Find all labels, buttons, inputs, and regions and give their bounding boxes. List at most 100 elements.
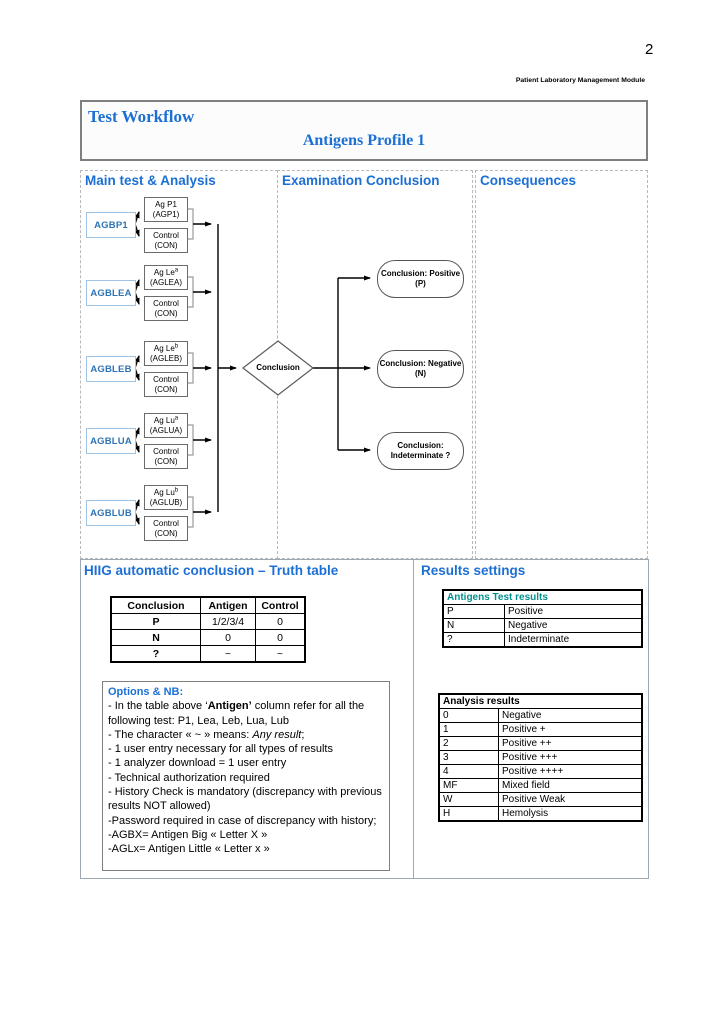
node-label: Ag Lea <box>153 266 179 277</box>
option-line: - History Check is mandatory (discrepanc… <box>108 786 382 813</box>
option-line: -AGBX= Antigen Big « Letter X » <box>108 828 268 841</box>
options-box: Options & NB: - In the table above ‘Anti… <box>102 681 390 871</box>
node-label: Control <box>153 298 179 308</box>
profile-subtitle: Antigens Profile 1 <box>302 132 426 149</box>
antigens-results-table: Antigens Test results P Positive N Negat… <box>442 589 643 648</box>
table-row: W Positive Weak <box>438 792 643 807</box>
node-code: (CON) <box>154 308 178 318</box>
column-examination-title: Examination Conclusion <box>282 173 440 188</box>
option-line: - In the table above ‘Antigen’ column re… <box>108 700 365 727</box>
option-line: - 1 user entry necessary for all types o… <box>108 743 333 756</box>
table-row: 0 Negative <box>438 708 643 723</box>
node-code: (AGLEA) <box>149 277 182 287</box>
table-row: H Hemolysis <box>438 806 643 822</box>
outcome-indeterminate: Conclusion: Indeterminate ? <box>377 432 464 470</box>
control-node-1: Control (CON) <box>144 228 188 253</box>
table-row: 1 Positive + <box>438 722 643 737</box>
option-line: - Technical authorization required <box>108 771 270 784</box>
outcome-line: Conclusion: Positive <box>380 269 461 278</box>
result-label: Mixed field <box>498 778 643 793</box>
test-box-agbp1: AGBP1 <box>86 212 136 238</box>
node-code: (CON) <box>154 456 178 466</box>
antigens-table-title: Antigens Test results <box>442 589 643 605</box>
table-row: N Negative <box>442 618 643 633</box>
outcome-line: (N) <box>414 369 427 378</box>
result-code: 2 <box>438 736 499 751</box>
node-label: Ag Lua <box>153 414 179 425</box>
table-row: P 1/2/3/4 0 <box>110 613 306 630</box>
node-label: Ag Lub <box>153 486 179 497</box>
result-code: H <box>438 806 499 822</box>
module-label: Patient Laboratory Management Module <box>515 77 645 84</box>
conclusion-diamond-label: Conclusion <box>256 363 300 372</box>
truth-cell: P <box>110 613 201 630</box>
ag-node-aglea: Ag Lea (AGLEA) <box>144 265 188 290</box>
results-section-title: Results settings <box>421 563 526 578</box>
node-code: (AGLUB) <box>149 497 183 507</box>
control-node-2: Control (CON) <box>144 296 188 321</box>
node-code: (AGLEB) <box>149 353 182 363</box>
truth-cell: 0 <box>200 629 256 646</box>
page-title: Test Workflow <box>88 107 195 126</box>
test-box-aglua: AGBLUA <box>86 428 136 454</box>
truth-cell: N <box>110 629 201 646</box>
result-code: ? <box>442 632 505 648</box>
test-box-agleb: AGBLEB <box>86 356 136 382</box>
truth-header-control: Control <box>255 596 306 614</box>
truth-cell: ~ <box>255 645 306 663</box>
truth-cell: 0 <box>255 613 306 630</box>
table-row: ? ~ ~ <box>110 645 306 663</box>
truth-cell: ~ <box>200 645 256 663</box>
truth-table: Conclusion Antigen Control P 1/2/3/4 0 N… <box>110 596 306 663</box>
truth-header-antigen: Antigen <box>200 596 256 614</box>
truth-section-title: HIIG automatic conclusion – Truth table <box>84 563 339 578</box>
result-label: Hemolysis <box>498 806 643 822</box>
control-node-3: Control (CON) <box>144 372 188 397</box>
table-row: 2 Positive ++ <box>438 736 643 751</box>
result-label: Positive ++++ <box>498 764 643 779</box>
node-code: (CON) <box>154 240 178 250</box>
outcome-line: Conclusion: Negative <box>379 359 462 368</box>
node-label: Control <box>153 518 179 528</box>
ag-node-aglub: Ag Lub (AGLUB) <box>144 485 188 510</box>
table-row: Conclusion Antigen Control <box>110 596 306 614</box>
analysis-results-table: Analysis results 0 Negative 1 Positive +… <box>438 693 643 822</box>
option-line: -AGLx= Antigen Little « Letter x » <box>108 843 270 856</box>
result-label: Positive +++ <box>498 750 643 765</box>
outcome-negative: Conclusion: Negative (N) <box>377 350 464 388</box>
option-line: -Password required in case of discrepanc… <box>108 814 377 827</box>
result-label: Negative <box>498 708 643 723</box>
truth-header-conclusion: Conclusion <box>110 596 201 614</box>
result-code: MF <box>438 778 499 793</box>
table-row: 4 Positive ++++ <box>438 764 643 779</box>
node-code: (CON) <box>154 528 178 538</box>
result-label: Positive ++ <box>498 736 643 751</box>
table-row: N 0 0 <box>110 629 306 646</box>
table-row: ? Indeterminate <box>442 632 643 648</box>
options-title: Options & NB: <box>108 686 184 698</box>
result-code: N <box>442 618 505 633</box>
node-label: Control <box>153 374 179 384</box>
node-label: Ag P1 <box>155 199 177 209</box>
result-code: W <box>438 792 499 807</box>
truth-cell: ? <box>110 645 201 663</box>
table-row: Antigens Test results <box>442 589 643 605</box>
result-code: P <box>442 604 505 619</box>
truth-cell: 0 <box>255 629 306 646</box>
table-row: MF Mixed field <box>438 778 643 793</box>
outcome-line: Conclusion: <box>397 441 444 450</box>
ag-node-aglua: Ag Lua (AGLUA) <box>144 413 188 438</box>
node-code: (AGP1) <box>152 209 180 219</box>
test-box-aglea: AGBLEA <box>86 280 136 306</box>
outcome-positive: Conclusion: Positive (P) <box>377 260 464 298</box>
result-label: Indeterminate <box>504 632 643 648</box>
result-label: Positive + <box>498 722 643 737</box>
control-node-4: Control (CON) <box>144 444 188 469</box>
column-main-test-title: Main test & Analysis <box>85 173 216 188</box>
table-row: 3 Positive +++ <box>438 750 643 765</box>
outcome-line: (P) <box>415 279 426 288</box>
result-label: Negative <box>504 618 643 633</box>
node-label: Control <box>153 230 179 240</box>
result-label: Positive Weak <box>498 792 643 807</box>
